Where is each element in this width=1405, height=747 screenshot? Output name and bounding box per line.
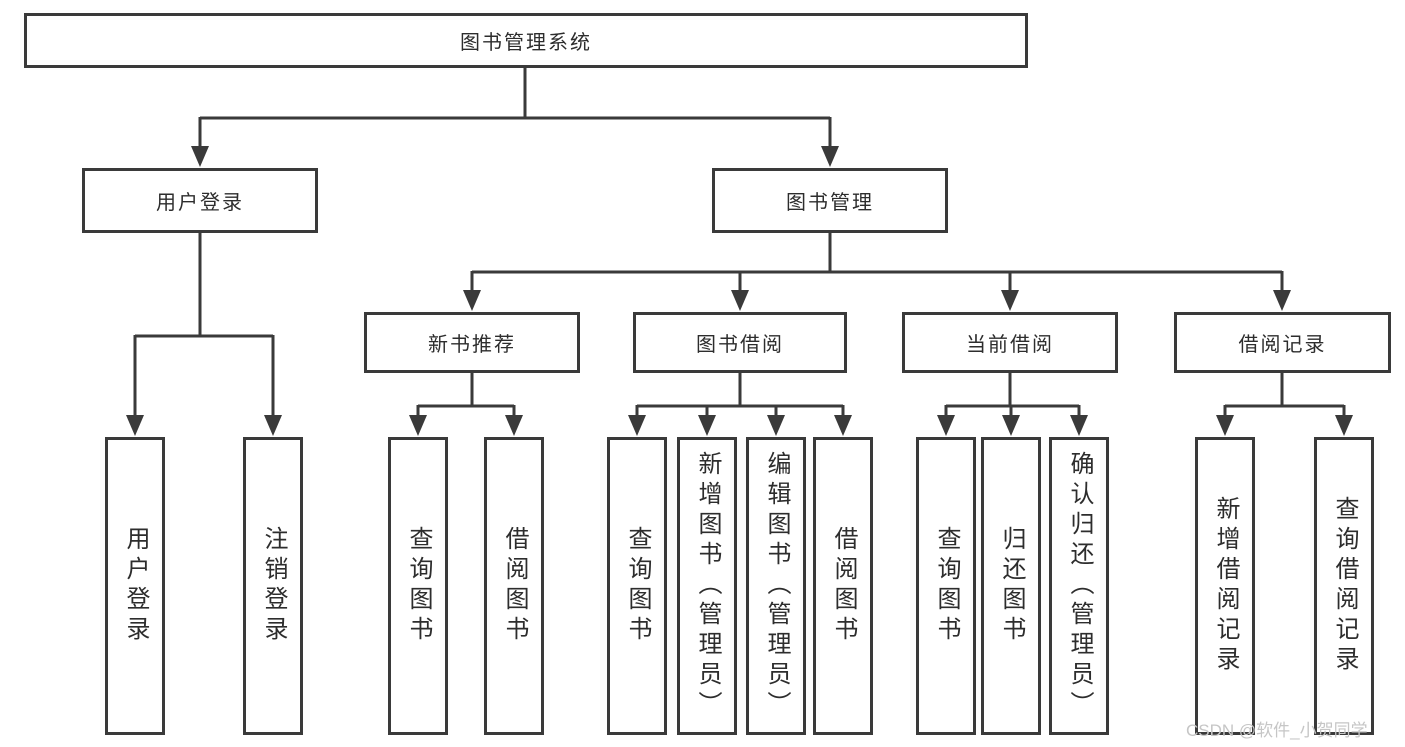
- node-book-borrow-label: 图书借阅: [696, 334, 784, 356]
- leaf-label: 查询图书: [933, 526, 960, 646]
- node-leaf-records-query: 查询借阅记录: [1314, 437, 1374, 735]
- node-leaf-borrow-query: 查询图书: [607, 437, 667, 735]
- node-new-books-label: 新书推荐: [428, 334, 516, 356]
- node-leaf-newbooks-query: 查询图书: [388, 437, 448, 735]
- leaf-label: 查询借阅记录: [1331, 496, 1358, 676]
- node-root-label: 图书管理系统: [460, 32, 592, 54]
- node-borrow-records: 借阅记录: [1174, 312, 1391, 373]
- node-new-books: 新书推荐: [364, 312, 580, 373]
- node-book-mgmt-label: 图书管理: [786, 192, 874, 214]
- leaf-label: 借阅图书: [501, 526, 528, 646]
- node-leaf-logout: 注销登录: [243, 437, 303, 735]
- node-leaf-borrow-add: 新增图书（管理员）: [677, 437, 737, 735]
- watermark: CSDN @软件_小贺同学: [1186, 721, 1368, 740]
- leaf-label: 查询图书: [405, 526, 432, 646]
- leaf-label: 编辑图书（管理员）: [763, 451, 790, 721]
- node-leaf-newbooks-borrow: 借阅图书: [484, 437, 544, 735]
- node-user-login-label: 用户登录: [156, 192, 244, 214]
- leaf-label: 查询图书: [624, 526, 651, 646]
- node-book-borrow: 图书借阅: [633, 312, 847, 373]
- leaf-label: 归还图书: [998, 526, 1025, 646]
- node-current-borrow-label: 当前借阅: [966, 334, 1054, 356]
- leaf-label: 新增借阅记录: [1212, 496, 1239, 676]
- node-leaf-borrow-book: 借阅图书: [813, 437, 873, 735]
- leaf-label: 用户登录: [122, 526, 149, 646]
- leaf-label: 注销登录: [260, 526, 287, 646]
- leaf-label: 新增图书（管理员）: [694, 451, 721, 721]
- node-leaf-current-confirm: 确认归还（管理员）: [1049, 437, 1109, 735]
- node-leaf-current-query: 查询图书: [916, 437, 976, 735]
- node-borrow-records-label: 借阅记录: [1238, 334, 1327, 356]
- node-root: 图书管理系统: [24, 13, 1028, 68]
- node-user-login: 用户登录: [82, 168, 318, 233]
- node-current-borrow: 当前借阅: [902, 312, 1118, 373]
- leaf-label: 确认归还（管理员）: [1066, 451, 1093, 721]
- leaf-label: 借阅图书: [830, 526, 857, 646]
- node-book-mgmt: 图书管理: [712, 168, 948, 233]
- node-leaf-current-return: 归还图书: [981, 437, 1041, 735]
- node-leaf-user-login: 用户登录: [105, 437, 165, 735]
- node-leaf-records-add: 新增借阅记录: [1195, 437, 1255, 735]
- node-leaf-borrow-edit: 编辑图书（管理员）: [746, 437, 806, 735]
